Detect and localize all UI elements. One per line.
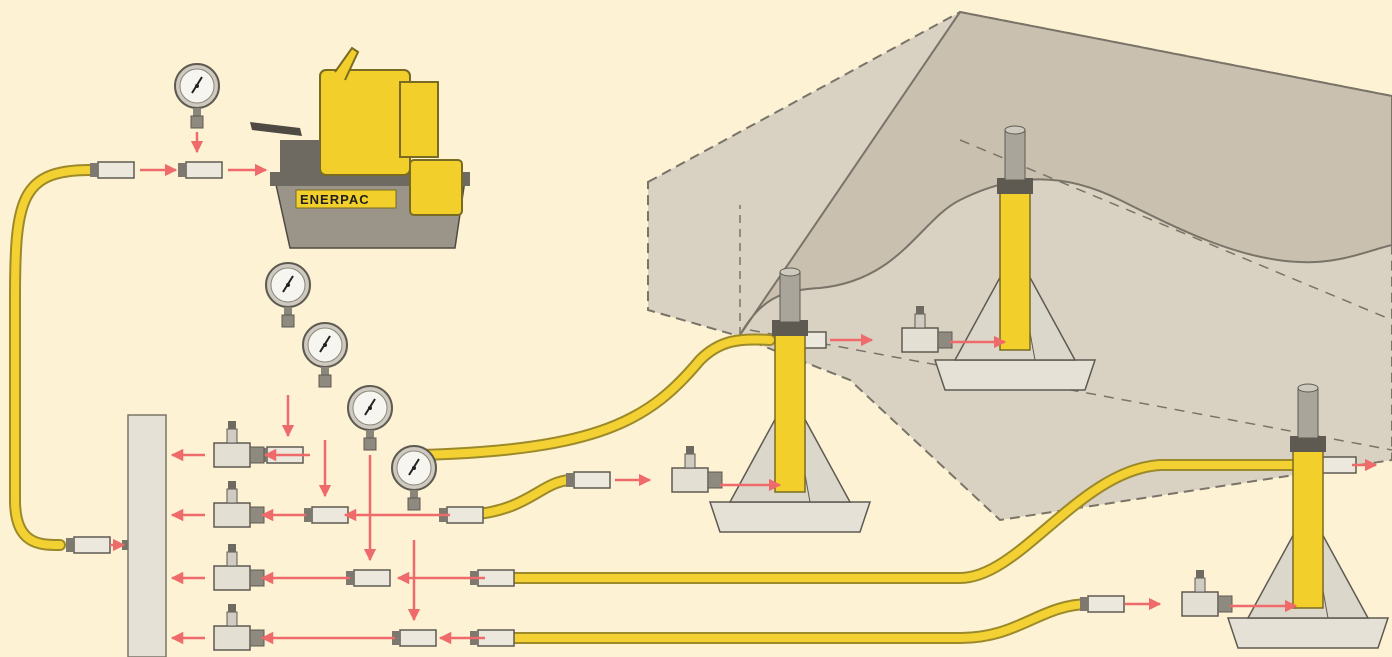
coupler-icon bbox=[392, 630, 436, 646]
coupler-icon bbox=[90, 162, 134, 178]
valve-icon bbox=[214, 604, 264, 650]
coupler-icon bbox=[66, 537, 110, 553]
brand-label: ENERPAC bbox=[300, 192, 370, 207]
coupler-icon bbox=[566, 472, 610, 488]
valve-icon bbox=[214, 421, 264, 467]
gauge-icon bbox=[348, 386, 392, 450]
valve-icon bbox=[214, 544, 264, 590]
valve-icon bbox=[672, 446, 722, 492]
distribution-manifold bbox=[122, 415, 166, 657]
coupler-icon bbox=[178, 162, 222, 178]
gauge-icon bbox=[303, 323, 347, 387]
coupler-icon bbox=[346, 570, 390, 586]
gauge-icon bbox=[392, 446, 436, 510]
coupler-icon bbox=[304, 507, 348, 523]
gauge-icon bbox=[266, 263, 310, 327]
electric-hydraulic-pump: ENERPAC bbox=[250, 48, 470, 248]
coupler-icon bbox=[1080, 596, 1124, 612]
valve-icon bbox=[1182, 570, 1232, 616]
valve-icon bbox=[214, 481, 264, 527]
gauge-icon bbox=[175, 64, 219, 128]
